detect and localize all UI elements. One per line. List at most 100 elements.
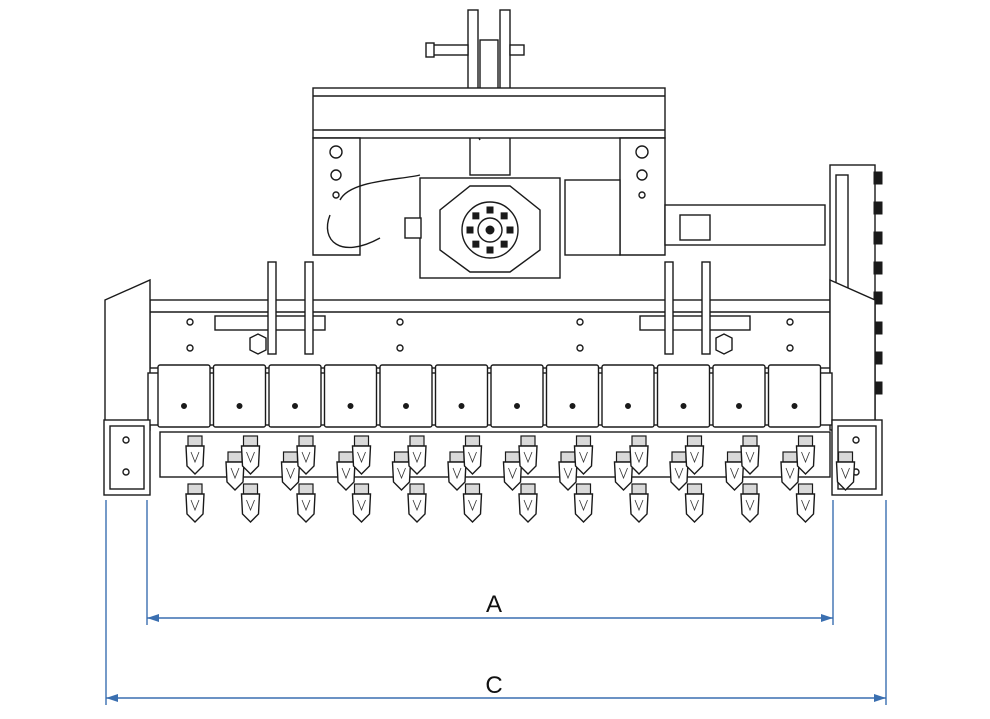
tine-edge xyxy=(246,499,255,512)
tine-edge xyxy=(745,451,755,464)
tine xyxy=(684,435,705,475)
tine-edge xyxy=(523,451,533,464)
tine-hub xyxy=(464,483,481,495)
tine xyxy=(447,451,467,491)
tine-edge xyxy=(579,451,588,464)
tine-hub xyxy=(242,483,259,495)
tine xyxy=(185,483,205,523)
shield-bolt xyxy=(347,403,354,409)
shield-bolt xyxy=(791,403,798,409)
tine-hub xyxy=(298,483,314,495)
shield-bolt xyxy=(292,403,298,409)
tine xyxy=(240,483,261,523)
tine-blade xyxy=(613,461,634,491)
frame-hole xyxy=(786,318,794,326)
tine-edge xyxy=(341,467,351,480)
tine-edge xyxy=(690,451,699,464)
shield-bolt xyxy=(236,403,243,409)
tine xyxy=(669,451,689,491)
tine-hub xyxy=(393,451,410,463)
tine-edge xyxy=(579,499,588,512)
tine-blade xyxy=(462,493,483,523)
dimension-a-label: A xyxy=(486,591,502,618)
tine xyxy=(629,435,649,475)
tine-blade xyxy=(629,493,649,523)
shield-block xyxy=(434,364,489,428)
tine-blade xyxy=(240,445,261,475)
central-gearbox xyxy=(326,174,621,279)
tine-edge xyxy=(674,467,684,480)
tine xyxy=(740,435,760,475)
tine-blade xyxy=(684,493,705,523)
frame-hole xyxy=(396,318,404,326)
frame-hole xyxy=(186,344,194,352)
gear-bolt xyxy=(506,226,514,234)
tine xyxy=(351,483,372,523)
tine-hub xyxy=(520,435,536,447)
shield-block xyxy=(379,364,433,428)
tine-edge xyxy=(468,499,477,512)
tine xyxy=(558,451,578,491)
tine-hub xyxy=(409,483,425,495)
tine-blade xyxy=(669,461,689,491)
housing-bolt xyxy=(873,171,883,185)
tine xyxy=(351,435,372,475)
tine-hub xyxy=(726,451,743,463)
housing-bolt xyxy=(873,201,883,215)
tine-hub xyxy=(409,435,425,447)
tine-blade xyxy=(240,493,261,523)
tine-blade xyxy=(780,461,800,491)
shield-bolt xyxy=(569,403,576,409)
tine-hub xyxy=(464,435,481,447)
tine xyxy=(780,451,800,491)
shield-block xyxy=(490,364,544,428)
tine-edge xyxy=(745,499,755,512)
frame-hole xyxy=(576,318,584,326)
tine xyxy=(629,483,649,523)
tine-hub xyxy=(575,435,592,447)
tine xyxy=(225,451,245,491)
tine-blade xyxy=(835,461,856,491)
tine-hub xyxy=(631,435,647,447)
shield-block xyxy=(545,364,600,428)
tine-edge xyxy=(634,499,644,512)
tine-hub xyxy=(742,483,758,495)
tine-edge xyxy=(801,451,810,464)
dimension-a-arrow-right xyxy=(821,614,833,622)
tine-edge xyxy=(801,499,810,512)
tine-edge xyxy=(563,467,573,480)
tine-blade xyxy=(518,493,538,523)
tine-blade xyxy=(185,493,205,523)
shield-bolt xyxy=(403,403,409,409)
tine-blade xyxy=(558,461,578,491)
tine-hub xyxy=(575,483,592,495)
tine-blade xyxy=(795,445,816,475)
tine-edge xyxy=(190,499,200,512)
tine-hub xyxy=(520,483,536,495)
tine-hub xyxy=(504,451,521,463)
tine xyxy=(391,451,412,491)
tine xyxy=(573,483,594,523)
tine-blade xyxy=(185,445,205,475)
shield-block xyxy=(601,364,655,428)
frame-hole xyxy=(396,344,404,352)
shield-bolt xyxy=(680,403,687,409)
tine-blade xyxy=(336,461,356,491)
tine-edge xyxy=(357,499,366,512)
tine-edge xyxy=(230,467,240,480)
main-frame xyxy=(104,261,876,431)
tine-hub xyxy=(449,451,465,463)
tine-edge xyxy=(508,467,517,480)
gearbox-frame xyxy=(312,87,666,256)
tine-hub xyxy=(615,451,632,463)
tine-blade xyxy=(280,461,301,491)
tine-blade xyxy=(447,461,467,491)
tine-hub xyxy=(797,435,814,447)
tine-blade xyxy=(296,493,316,523)
tine-hub xyxy=(242,435,259,447)
housing-bolt xyxy=(873,291,883,305)
tine-edge xyxy=(301,499,311,512)
gear-bolt xyxy=(500,240,508,248)
tine-blade xyxy=(518,445,538,475)
